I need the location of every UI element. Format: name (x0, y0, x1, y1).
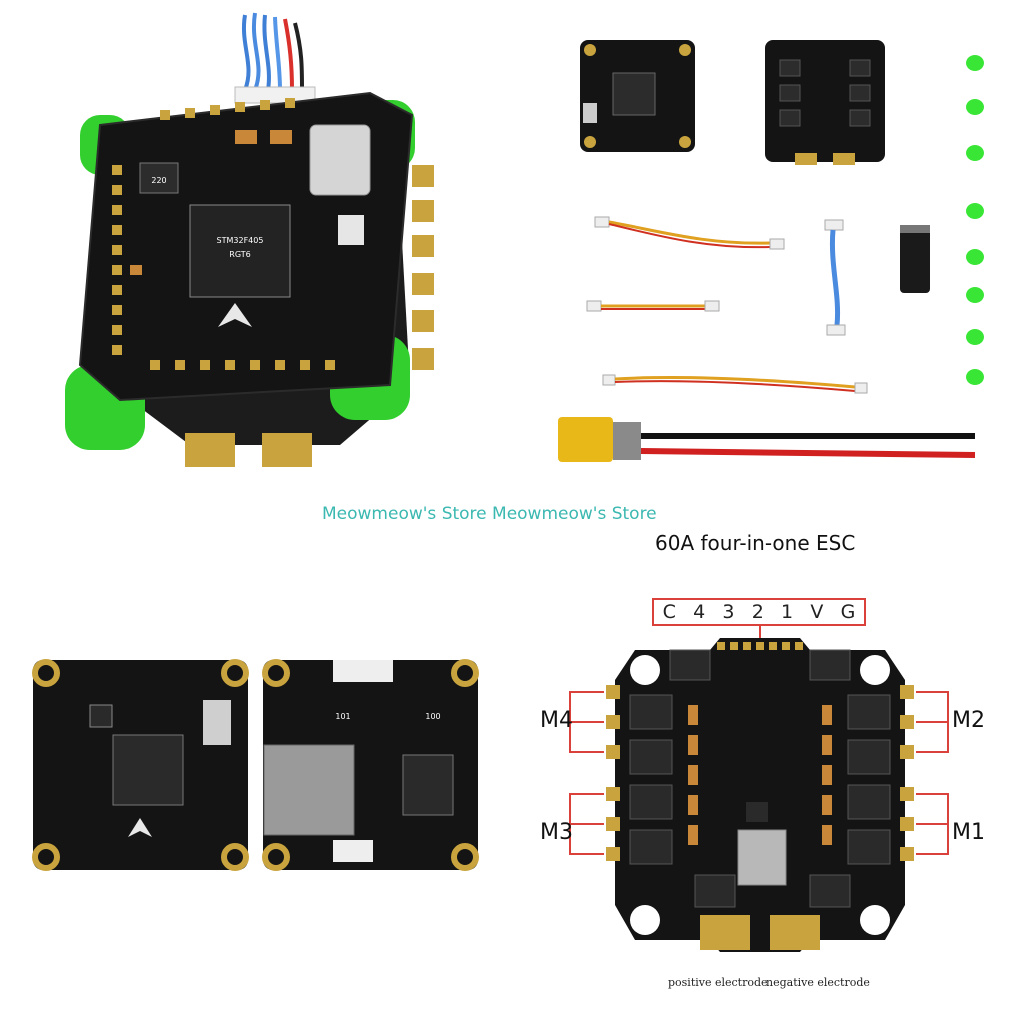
esc-pin-header-labels: C 4 3 2 1 V G (652, 598, 866, 626)
mcu-text: STM32F405 (217, 236, 264, 245)
pin-3: 3 (722, 601, 735, 623)
inductor-label: 220 (151, 176, 166, 185)
osd-board-flat: 101 100 (262, 659, 479, 871)
board2-mark-1: 101 (335, 712, 350, 721)
kit-cables (558, 216, 976, 462)
store-watermark: Meowmeow's Store Meowmeow's Store (322, 504, 657, 524)
fc-board-flat (32, 659, 249, 871)
motor-label-m2: M2 (952, 708, 985, 733)
pin-4: 4 (693, 601, 706, 623)
fc-board-top: STM32F405 RGT6 220 (78, 91, 414, 402)
motor-label-m1: M1 (952, 820, 985, 845)
positive-electrode-label: positive electrode (668, 976, 768, 989)
mcu-text-2: RGT6 (229, 250, 250, 259)
pin-1: 1 (781, 601, 794, 623)
pin-g: G (840, 601, 856, 623)
pin-c: C (662, 601, 676, 623)
kit-grommets (966, 55, 984, 385)
arrow-logo (218, 303, 252, 327)
negative-electrode-label: negative electrode (766, 976, 870, 989)
wire-harness (234, 12, 316, 104)
kit-esc-board (765, 40, 885, 165)
power-pads (700, 915, 820, 950)
esc-title: 60A four-in-one ESC (655, 531, 856, 555)
pin-v: V (810, 601, 824, 623)
motor-label-m4: M4 (540, 708, 573, 733)
stack-photo: STM32F405 RGT6 220 (40, 5, 460, 485)
pin-2: 2 (751, 601, 764, 623)
esc-diagram (520, 620, 1000, 970)
boards-flat: 101 100 (28, 655, 488, 875)
kit-contents (555, 25, 1015, 485)
kit-fc-board (580, 40, 695, 152)
board2-mark-2: 100 (425, 712, 440, 721)
motor-label-m3: M3 (540, 820, 573, 845)
